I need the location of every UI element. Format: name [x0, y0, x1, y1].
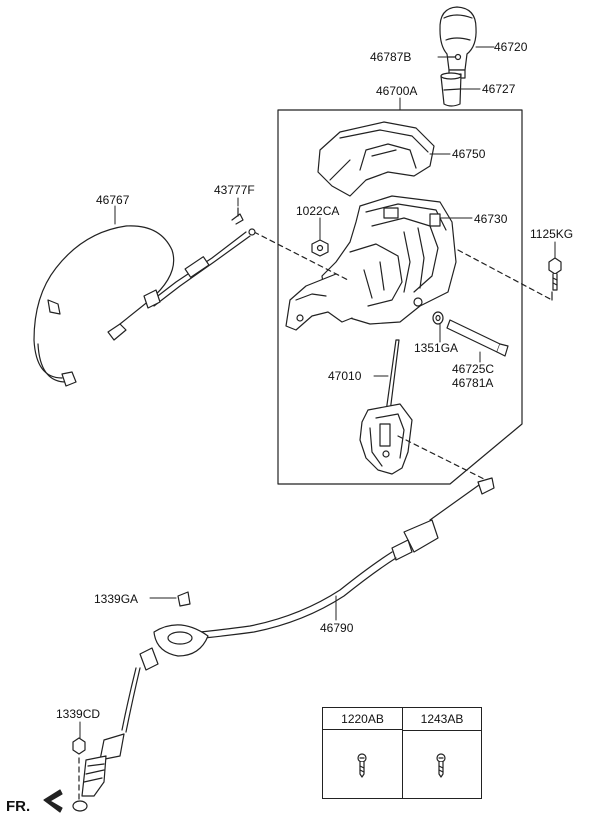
- reference-lines: [78, 231, 553, 801]
- label-46725C: 46725C: [452, 362, 495, 376]
- clip-1339GA: [177, 591, 191, 607]
- shift-cable: [72, 477, 495, 812]
- label-1022CA: 1022CA: [296, 204, 340, 218]
- nut-1022CA: [311, 239, 329, 257]
- label-1339CD: 1339CD: [56, 707, 101, 721]
- screw-1220AB-icon: [357, 753, 367, 778]
- shift-knob: [439, 6, 477, 79]
- clip-43777F: [231, 207, 244, 225]
- front-marker: FR.: [6, 798, 31, 815]
- fastener-legend-table: 1220AB 1243AB: [322, 707, 482, 799]
- legend-col-1220AB: 1220AB: [323, 708, 403, 730]
- assembly-frame: [277, 109, 523, 485]
- bolt-1125KG: [548, 257, 562, 291]
- small-pin-46787B: [446, 53, 462, 61]
- label-46750: 46750: [452, 147, 486, 161]
- interlock-cable: [33, 225, 256, 387]
- leader-lines: [79, 46, 556, 739]
- pivot-bolt: [446, 319, 509, 357]
- label-1125KG: 1125KG: [530, 227, 574, 241]
- label-47010: 47010: [328, 369, 362, 383]
- shift-lever: [359, 339, 413, 475]
- shifter-housing: [285, 195, 457, 331]
- label-46781A: 46781A: [452, 376, 494, 390]
- front-arrow-icon: [43, 789, 63, 813]
- label-46787B: 46787B: [370, 50, 412, 64]
- screw-1243AB-icon: [436, 753, 446, 778]
- label-43777F: 43777F: [214, 183, 255, 197]
- indicator-cover: [317, 121, 435, 197]
- label-46720: 46720: [494, 40, 528, 54]
- label-46790: 46790: [320, 621, 354, 635]
- label-46727: 46727: [482, 82, 516, 96]
- washer-1351GA: [432, 311, 444, 325]
- knob-boot: [440, 72, 462, 107]
- label-46767: 46767: [96, 193, 130, 207]
- nut-1339CD: [72, 737, 86, 755]
- label-1339GA: 1339GA: [94, 592, 139, 606]
- label-46700A: 46700A: [376, 84, 418, 98]
- label-46730: 46730: [474, 212, 508, 226]
- legend-col-1243AB: 1243AB: [403, 708, 481, 731]
- legend-divider: [402, 730, 403, 798]
- label-1351GA: 1351GA: [414, 341, 459, 355]
